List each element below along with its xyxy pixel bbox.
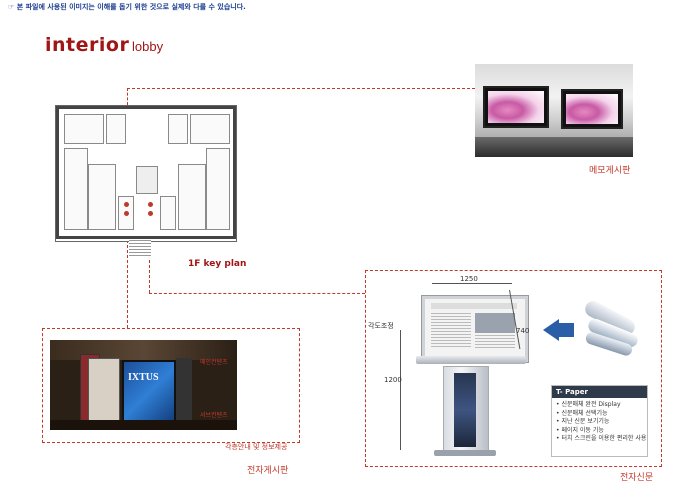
t-paper-title: T- Paper	[552, 386, 647, 398]
kiosk-shelf	[416, 356, 526, 364]
connector-mid-horizontal	[149, 293, 365, 294]
feature-item: • 신문매체 선택기능	[556, 409, 608, 417]
kiosk-screen	[422, 296, 528, 362]
plan-marker-1	[124, 202, 129, 207]
plan-marker-3	[148, 202, 153, 207]
connector-top-horizontal	[127, 88, 475, 89]
plan-marker-4	[148, 211, 153, 216]
memo-screen-left	[483, 86, 549, 128]
floor-plan	[55, 105, 237, 242]
memo-board-photo	[475, 64, 633, 157]
memo-board-label: 메모게시판	[589, 166, 631, 176]
kiosk-stand	[443, 366, 489, 454]
callout-main-content: 메인컨텐츠	[200, 359, 228, 366]
connector-top-vertical	[127, 88, 128, 105]
callout-sub-content: 서브컨텐츠	[200, 412, 228, 419]
feature-item: • 페이지 이동 기능	[556, 426, 604, 434]
page-subtitle: lobby	[132, 39, 164, 54]
feature-item: • 신문매체 완전 Display	[556, 401, 621, 408]
plan-entrance	[129, 240, 151, 258]
e-newspaper-frame	[365, 270, 662, 467]
callout-floor-info: 각층안내 및 정보제공	[225, 443, 288, 451]
keyplan-label: 1F key plan	[188, 259, 247, 269]
angle-adjust-label: 각도조정	[368, 322, 394, 330]
plan-marker-2	[124, 211, 129, 216]
arrow-left-icon	[543, 319, 559, 341]
disclaimer-note: ☞ 본 파일에 사용된 이미지는 이해를 돕기 위한 것으로 실제와 다를 수 …	[8, 3, 246, 11]
e-board-photo: IXTUS	[50, 340, 237, 430]
dim-screen-height: 740	[516, 327, 530, 335]
connector-mid-vertical	[149, 240, 150, 293]
dim-width: 1250	[460, 275, 478, 283]
page-title: interior	[45, 34, 130, 56]
kiosk-base	[434, 450, 496, 456]
e-board-frame	[42, 328, 300, 443]
feature-item: • 터치 스크린을 이용한 편리한 사용	[556, 435, 647, 442]
t-paper-feature-box: T- Paper • 신문매체 완전 Display • 신문매체 선택기능 •…	[551, 385, 648, 457]
newspaper-roll-icon	[582, 298, 640, 358]
e-newspaper-label: 전자신문	[620, 473, 654, 483]
e-board-screen-text: IXTUS	[128, 372, 159, 383]
memo-screen-right	[561, 89, 623, 129]
dim-height: 1200	[384, 376, 402, 384]
connector-left-vertical	[127, 240, 128, 328]
feature-item: • 지난 신문 보기기능	[556, 418, 610, 425]
e-board-label: 전자게시판	[247, 466, 289, 476]
